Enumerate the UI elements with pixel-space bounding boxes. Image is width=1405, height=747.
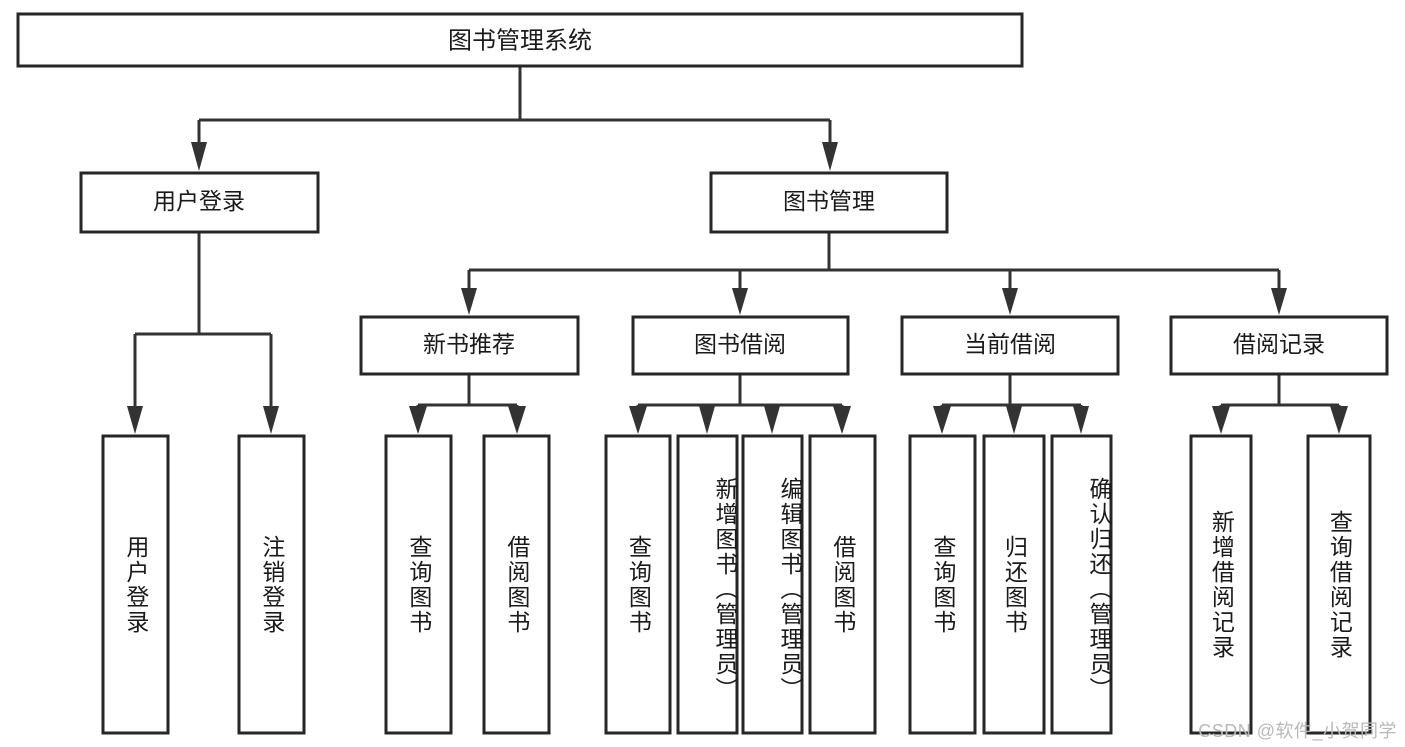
node-leaf-add-book-box[interactable] xyxy=(676,434,739,735)
node-borrow-record-label: 借阅记录 xyxy=(1233,331,1325,357)
node-borrow-record[interactable]: 借阅记录 xyxy=(1169,315,1389,376)
arrow-head-leaf-borrow-book-2 xyxy=(833,406,851,434)
arrow-head-user-login xyxy=(191,142,207,171)
arrow-head-leaf-query-record xyxy=(1330,406,1348,434)
node-leaf-add-record-box[interactable] xyxy=(1189,434,1253,735)
node-borrow-record-box xyxy=(1169,315,1389,376)
node-root-label: 图书管理系统 xyxy=(448,27,592,54)
node-current-borrow-label: 当前借阅 xyxy=(964,331,1056,357)
node-book-manage-label: 图书管理 xyxy=(783,188,875,214)
node-leaf-confirm-return-box[interactable] xyxy=(1050,434,1113,735)
node-current-borrow-box xyxy=(900,315,1120,376)
arrow-head-new-book-recommend xyxy=(461,288,477,315)
arrow-head-leaf-logout xyxy=(263,406,279,434)
arrow-head-leaf-user-login xyxy=(127,406,143,434)
arrow-head-leaf-add-book xyxy=(699,406,715,434)
node-leaf-query-book-3-box[interactable] xyxy=(908,434,977,735)
node-book-borrow-label: 图书借阅 xyxy=(694,331,786,357)
node-user-login[interactable]: 用户登录 xyxy=(79,171,320,234)
arrow-head-leaf-query-book-3 xyxy=(933,406,951,434)
arrow-head-leaf-add-record xyxy=(1212,406,1230,434)
node-new-book-recommend[interactable]: 新书推荐 xyxy=(359,315,580,376)
node-root[interactable]: 图书管理系统 xyxy=(16,12,1024,68)
node-book-borrow-box xyxy=(631,315,850,376)
node-leaf-borrow-book-2-box[interactable] xyxy=(808,434,877,735)
node-leaf-query-book-1-box[interactable] xyxy=(384,434,453,735)
arrow-head-current-borrow xyxy=(1002,288,1018,315)
node-new-book-recommend-label: 新书推荐 xyxy=(423,331,515,357)
node-leaf-logout-box[interactable] xyxy=(237,434,306,735)
node-book-manage-box xyxy=(709,171,949,234)
watermark-text: CSDN @软件_小贺同学 xyxy=(1198,721,1397,741)
node-user-login-label: 用户登录 xyxy=(153,188,245,214)
arrow-head-book-borrow xyxy=(732,288,748,315)
leaf-box-layer xyxy=(101,434,1372,735)
arrow-head-leaf-query-book-1 xyxy=(409,406,427,434)
node-root-box xyxy=(16,12,1024,68)
node-new-book-recommend-box xyxy=(359,315,580,376)
arrow-head-book-manage xyxy=(822,142,838,171)
arrow-head-leaf-return-book xyxy=(1006,406,1022,434)
arrow-head-leaf-query-book-2 xyxy=(629,406,647,434)
node-leaf-user-login-box[interactable] xyxy=(101,434,170,735)
node-book-borrow[interactable]: 图书借阅 xyxy=(631,315,850,376)
node-current-borrow[interactable]: 当前借阅 xyxy=(900,315,1120,376)
node-leaf-return-book-box[interactable] xyxy=(982,434,1046,735)
arrow-head-leaf-edit-book xyxy=(764,406,780,434)
arrow-head-leaf-borrow-book-1 xyxy=(508,406,526,434)
node-leaf-query-book-2-box[interactable] xyxy=(604,434,672,735)
arrow-head-leaf-confirm-return xyxy=(1073,406,1089,434)
node-leaf-borrow-book-1-box[interactable] xyxy=(482,434,551,735)
node-book-manage[interactable]: 图书管理 xyxy=(709,171,949,234)
connector-layer xyxy=(127,66,1348,434)
node-leaf-edit-book-box[interactable] xyxy=(741,434,804,735)
node-leaf-query-record-box[interactable] xyxy=(1306,434,1372,735)
arrow-head-borrow-record xyxy=(1271,288,1287,315)
node-user-login-box xyxy=(79,171,320,234)
